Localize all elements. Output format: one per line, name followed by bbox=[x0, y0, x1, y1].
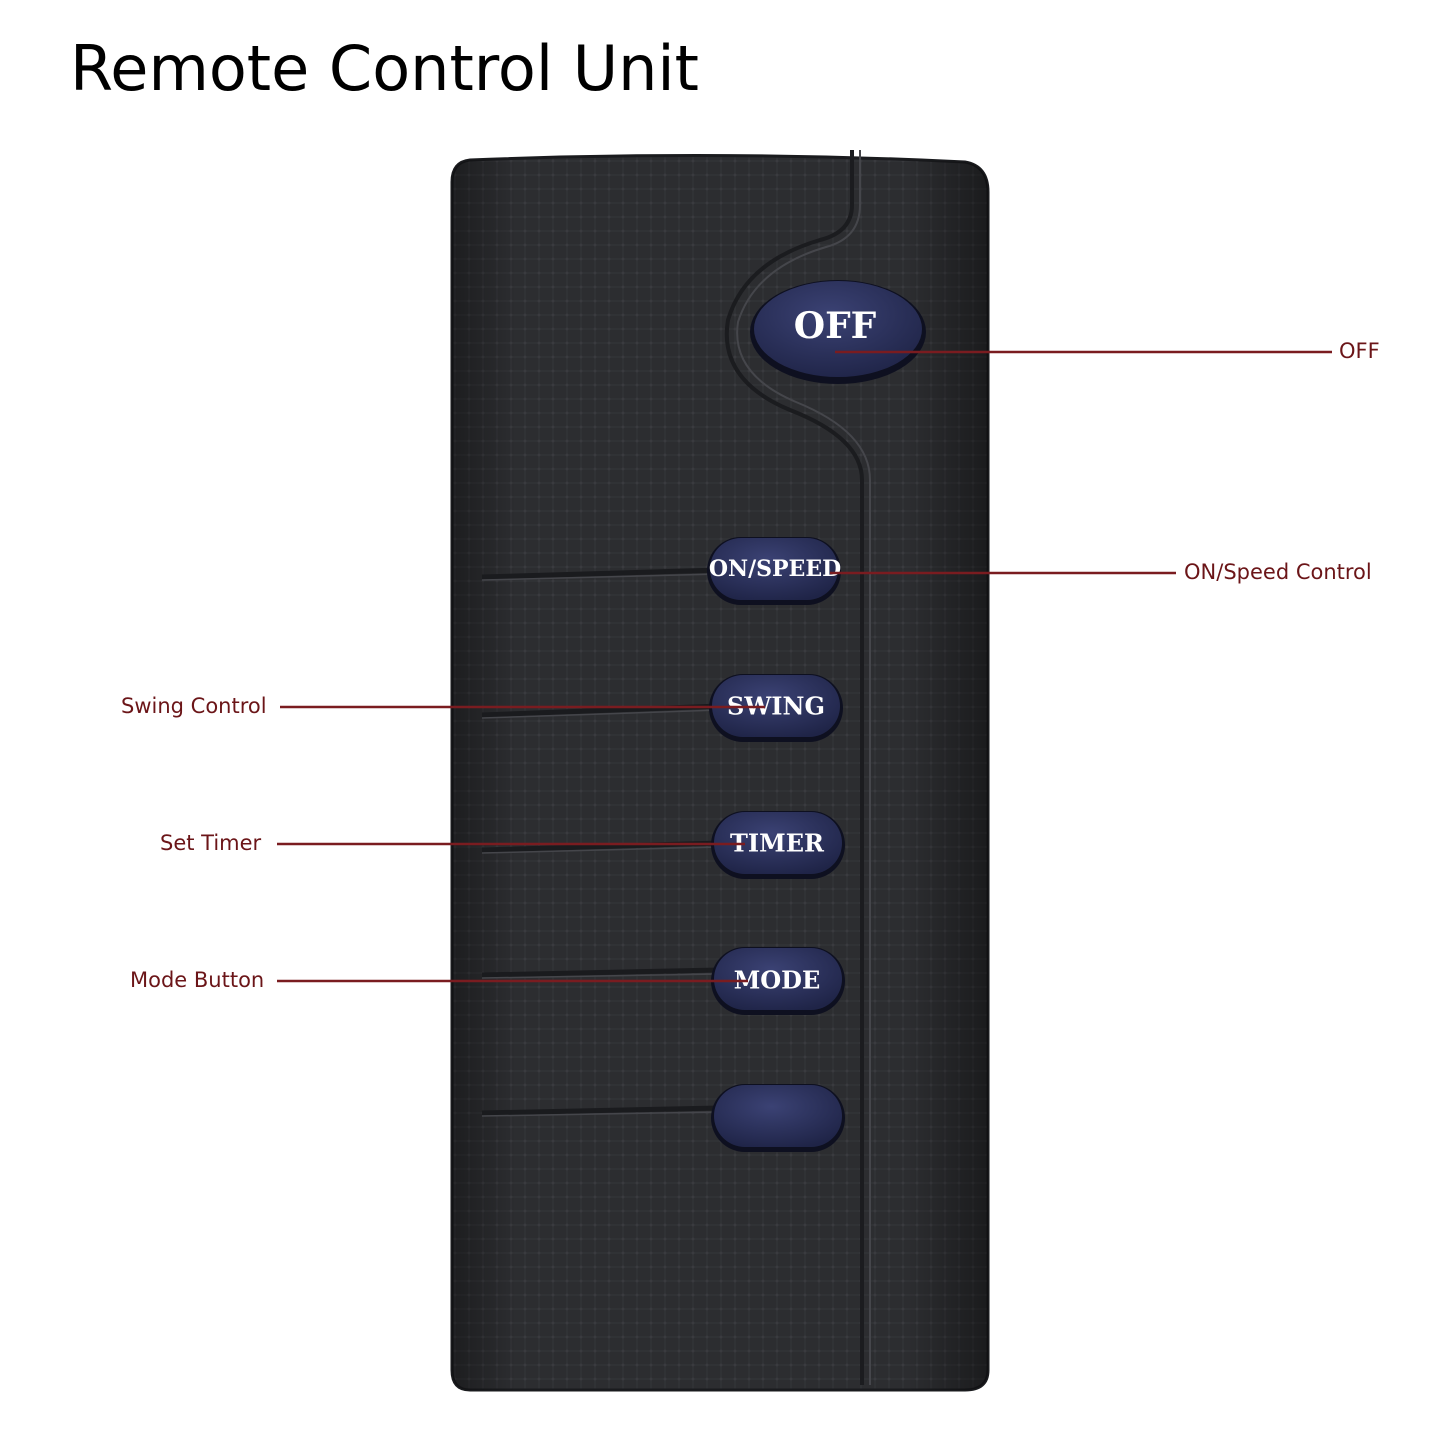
timer-callout-label: Set Timer bbox=[160, 831, 262, 855]
mode-callout-label: Mode Button bbox=[130, 968, 265, 992]
on-speed-button-label: ON/SPEED bbox=[709, 556, 841, 582]
on-speed-button[interactable]: ON/SPEED bbox=[707, 537, 841, 605]
blank-button[interactable] bbox=[711, 1084, 845, 1152]
page-title: Remote Control Unit bbox=[70, 32, 699, 105]
off-callout-label: OFF bbox=[1339, 339, 1380, 363]
off-button-label: OFF bbox=[794, 305, 877, 347]
timer-button[interactable]: TIMER bbox=[711, 811, 845, 879]
off-button[interactable]: OFF bbox=[750, 280, 926, 384]
remote-body bbox=[450, 150, 990, 1392]
on-speed-callout-label: ON/Speed Control bbox=[1184, 560, 1372, 584]
swing-callout-label: Swing Control bbox=[121, 694, 267, 718]
timer-button-label: TIMER bbox=[730, 829, 825, 858]
mode-button-label: MODE bbox=[734, 966, 821, 995]
swing-button[interactable]: SWING bbox=[709, 674, 843, 742]
callout-lines bbox=[277, 350, 1332, 983]
mode-button[interactable]: MODE bbox=[711, 947, 845, 1015]
